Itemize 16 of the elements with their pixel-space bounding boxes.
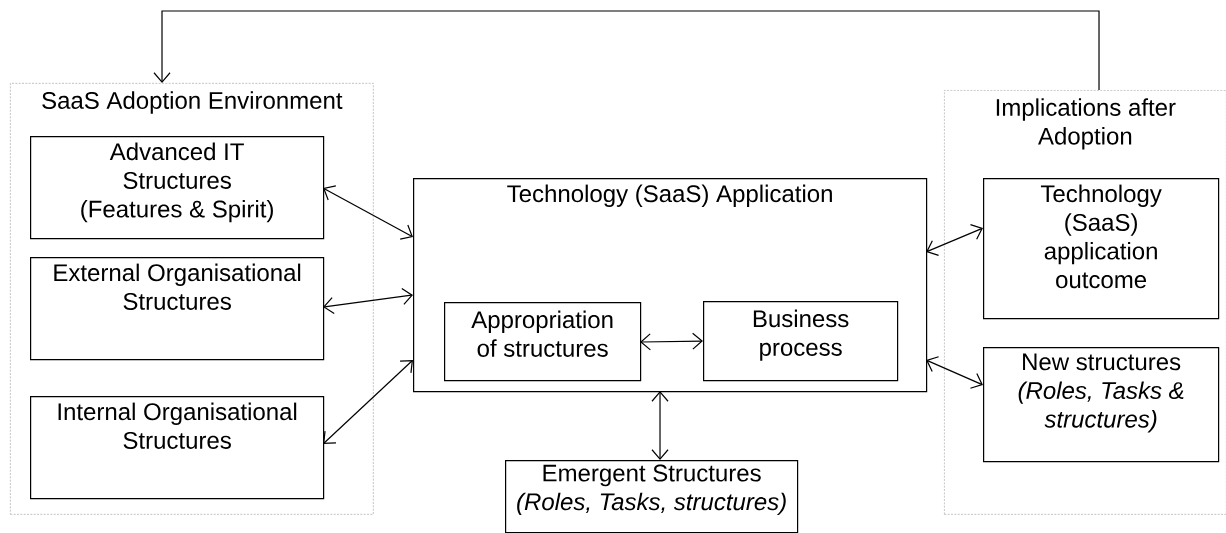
process-box: Business process [703,301,899,382]
structure-box: Emergent Structures (Roles, Tasks, structures) [505,460,799,533]
arrow [323,360,413,444]
structure-box: New structures (Roles, Tasks & structures) [983,347,1220,463]
arrow [640,332,703,351]
structure-box: Advanced IT Structures (Features & Spirit) [30,136,325,240]
arrow [926,356,983,389]
arrow [153,10,1100,91]
arrow [926,224,983,256]
arrow [323,185,413,240]
structure-box: Internal Organisational Structures [30,396,325,500]
outcome-box: Technology (SaaS) application outcome [983,178,1220,320]
structure-box: External Organisational Structures [30,257,325,361]
process-box: Appropriation of structures [444,302,642,382]
arrow [651,391,669,460]
arrow [323,287,413,315]
